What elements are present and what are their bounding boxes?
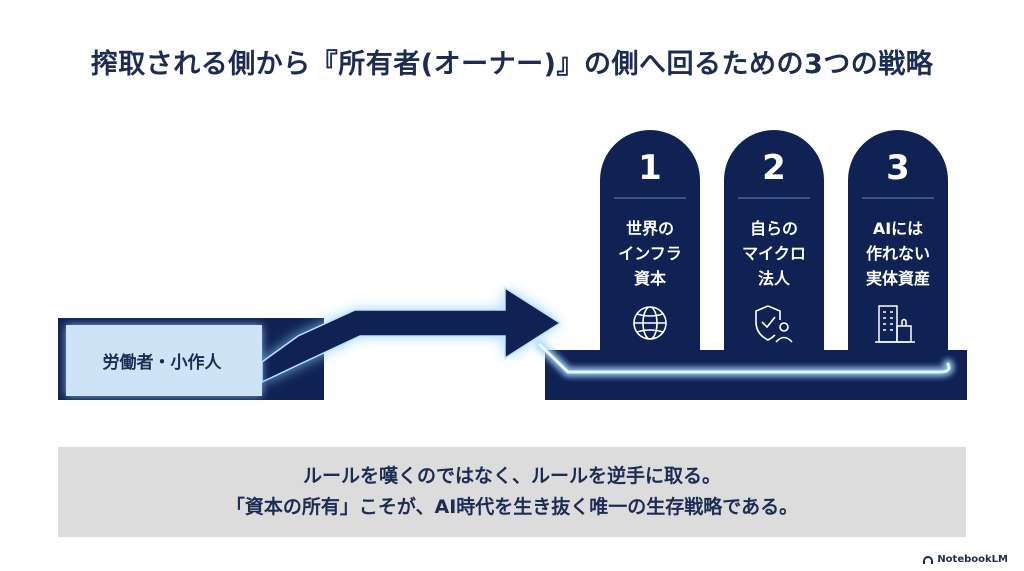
message-box: ルールを嘆くのではなく、ルールを逆手に取る。 「資本の所有」こそが、AI時代を生… xyxy=(58,447,966,537)
pillar-2-number: 2 xyxy=(762,148,786,188)
pillar-1-label: 世界の インフラ 資本 xyxy=(618,219,682,288)
shield-person-icon xyxy=(755,305,793,343)
globe-icon xyxy=(633,306,667,340)
pillar-3-number: 3 xyxy=(886,148,910,188)
worker-label: 労働者・小作人 xyxy=(102,353,222,373)
worker-box xyxy=(66,325,262,396)
channel-line xyxy=(538,343,951,374)
pillar-1-number: 1 xyxy=(638,148,662,188)
slide-title: 搾取される側から『所有者(オーナー)』の側へ回るための3つの戦略 xyxy=(90,49,934,80)
pillar-1 xyxy=(600,130,700,352)
pillar-3 xyxy=(848,130,948,352)
brand-mark: NotebookLM xyxy=(923,554,1008,565)
notebooklm-logo-icon xyxy=(923,555,934,564)
message-line-2: 「資本の所有」こそが、AI時代を生き抜く唯一の生存戦略である。 xyxy=(225,496,799,518)
brand-label: NotebookLM xyxy=(937,554,1008,565)
building-icon xyxy=(875,305,915,343)
pillar-2-label: 自らの マイクロ 法人 xyxy=(742,219,806,288)
growth-arrow xyxy=(261,286,562,384)
pillar-2 xyxy=(724,130,824,352)
pillar-3-label: AIには 作れない 実体資産 xyxy=(865,219,930,288)
message-line-1: ルールを嘆くのではなく、ルールを逆手に取る。 xyxy=(302,465,721,487)
